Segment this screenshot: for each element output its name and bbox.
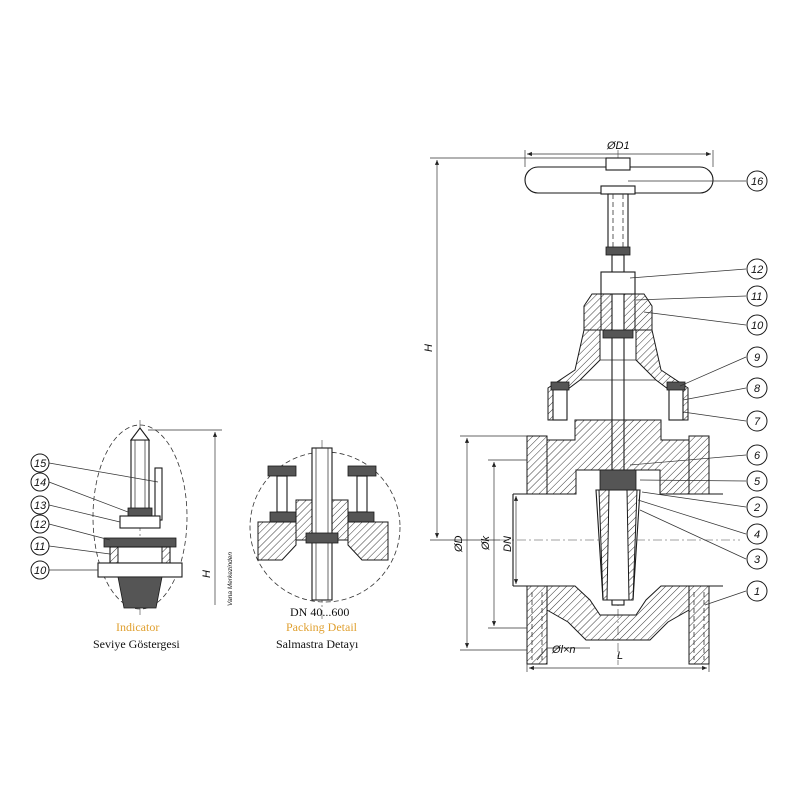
svg-text:14: 14 [34,477,46,489]
indicator-caption-tr: Seviye Göstergesi [93,637,180,651]
balloon-leaders [628,180,747,606]
handwheel [524,157,714,195]
packing-caption-en: Packing Detail [286,620,358,634]
indicator-balloon-12: 12 [30,514,50,534]
svg-text:12: 12 [751,264,763,276]
svg-text:8: 8 [754,383,761,395]
indicator-height-label: H [201,570,213,578]
dim-bolt-holes: Øl×n [551,644,576,656]
balloon-3: 3 [746,548,768,570]
svg-text:13: 13 [34,500,47,512]
indicator-balloon-13: 13 [30,495,50,515]
indicator-balloon-14: 14 [30,472,50,492]
svg-text:3: 3 [754,554,761,566]
dim-length: L [617,650,623,662]
balloon-2: 2 [746,496,768,518]
indicator-balloon-15: 15 [30,453,50,473]
packing-detail: DN 40...600 Packing Detail Salmastra Det… [249,440,401,651]
balloon-11: 11 [746,285,768,307]
dim-flange-diameter: ØD [453,535,465,553]
balloon-7: 7 [746,410,768,432]
svg-text:15: 15 [34,458,47,470]
svg-text:7: 7 [754,416,761,428]
svg-text:9: 9 [754,352,760,364]
balloon-1: 1 [746,580,768,602]
svg-text:2: 2 [753,502,760,514]
svg-text:6: 6 [754,450,761,462]
dim-height: H [423,344,435,352]
svg-text:1: 1 [754,586,760,598]
balloon-8: 8 [746,377,768,399]
dimension-lines [430,150,714,672]
dim-bolt-circle: Øk [480,535,492,551]
indicator-balloon-10: 10 [30,560,50,580]
packing-size-range: DN 40...600 [290,605,349,619]
svg-text:10: 10 [751,320,764,332]
balloon-10: 10 [746,314,768,336]
balloon-16: 16 [746,170,768,192]
svg-text:12: 12 [34,519,46,531]
svg-text:4: 4 [754,529,760,541]
dim-handwheel-diameter: ØD1 [606,140,630,152]
dim-nominal-diameter: DN [502,536,514,552]
balloon-9: 9 [746,346,768,368]
balloon-12: 12 [746,258,768,280]
main-valve-section: ØD1 H ØD Øk DN Øl×n L 16 12 11 10 9 8 [423,140,768,672]
indicator-balloon-11: 11 [30,536,50,556]
balloon-6: 6 [746,444,768,466]
svg-text:5: 5 [754,476,761,488]
indicator-height-note: Vana Merkezinden [227,552,234,606]
svg-text:10: 10 [34,565,47,577]
svg-text:16: 16 [751,176,764,188]
packing-caption-tr: Salmastra Detayı [276,637,359,651]
svg-text:11: 11 [34,541,45,553]
valve-body [512,419,723,665]
balloon-5: 5 [746,470,768,492]
balloon-4: 4 [746,523,768,545]
indicator-caption-en: Indicator [116,620,159,634]
svg-text:11: 11 [751,291,762,303]
indicator-detail: H Vana Merkezinden 15 14 13 12 11 10 Ind… [30,420,234,651]
bonnet [547,329,689,421]
